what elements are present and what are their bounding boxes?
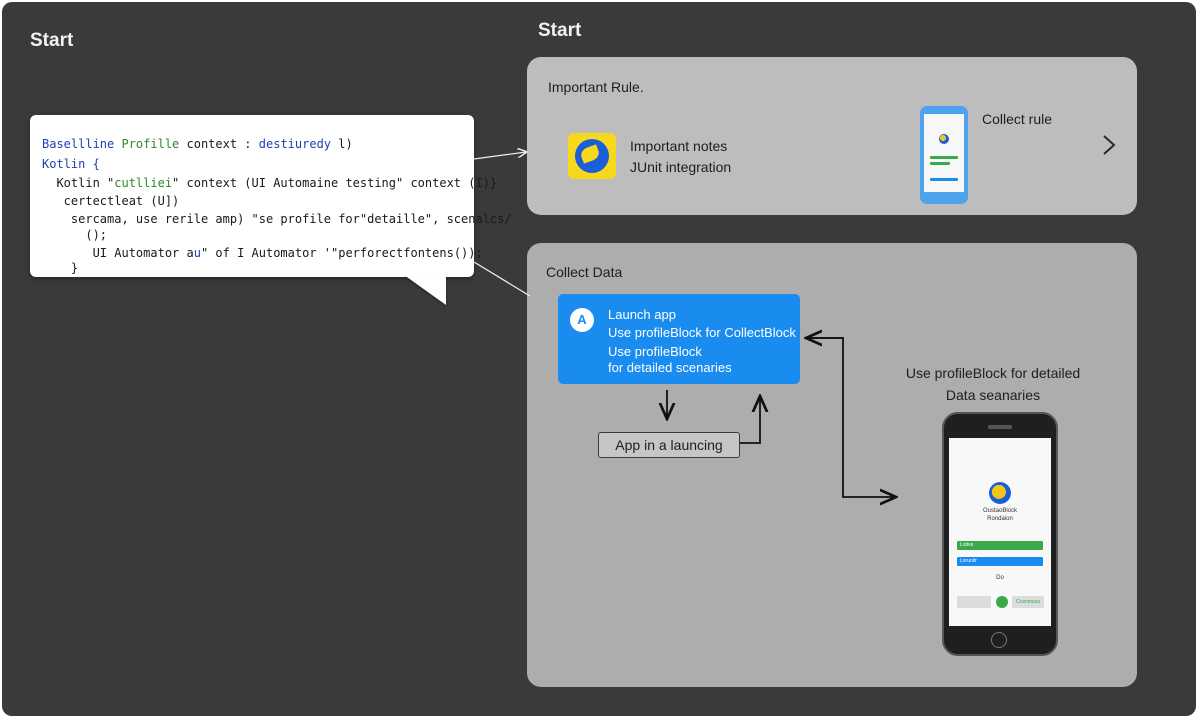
app-launching-box: App in a launcing [598, 432, 740, 458]
code-line-4: certectleat (U]) [42, 194, 180, 208]
phone-grey-field [957, 596, 991, 608]
phone-screen: OustaoBlock Rondaion Lotiva Lorunitr Do … [949, 438, 1051, 626]
phone-caption-1: OustaoBlock [982, 508, 1018, 514]
phone-home-button [991, 632, 1007, 648]
phone-pill: Cosomcea [1012, 596, 1044, 608]
card-line-2: Use profileBlock for CollectBlock [608, 325, 796, 340]
card-line-3: Use profileBlock [608, 344, 702, 359]
code-line-8: } [42, 261, 79, 275]
phone-text-mid: Do [996, 575, 1004, 581]
phone-bar-green: Lotiva [957, 541, 1043, 550]
code-line-2: Kotlin { [42, 157, 100, 171]
start-title-left: Start [30, 30, 74, 51]
junit-integration-text: JUnit integration [630, 159, 732, 175]
code-line-7: UI Automator au" of I Automator '"perfor… [42, 246, 483, 260]
collect-rule-label: Collect rule [982, 111, 1053, 127]
chevron-right-icon[interactable] [1100, 133, 1120, 157]
card-line-1: Launch app [608, 307, 676, 322]
code-line-1: Basellline Profille context : destiuredy… [42, 137, 353, 151]
code-line-3: Kotlin "cutlliei" context (UI Automaine … [42, 176, 498, 190]
code-bubble: Basellline Profille context : destiuredy… [30, 115, 512, 277]
phone-caption-2: Rondaion [987, 516, 1013, 522]
code-line-6: (); [42, 228, 108, 242]
important-rule-panel [527, 57, 1137, 215]
right-caption-line-2: Data seanaries [945, 387, 1041, 403]
phone-logo-icon [989, 482, 1011, 504]
code-bubble-tail [404, 275, 446, 305]
launch-app-card[interactable]: A Launch app Use profileBlock for Collec… [558, 294, 800, 384]
start-title-center: Start [538, 20, 582, 41]
code-line-5: sercama, use rerile amp) "se profile for… [42, 212, 512, 226]
important-rule-label: Important Rule. [548, 79, 644, 95]
phone-small-icon [920, 106, 968, 204]
a-badge-icon: A [570, 308, 594, 332]
phone-mockup: OustaoBlock Rondaion Lotiva Lorunitr Do … [942, 412, 1058, 656]
phone-bar-blue: Lorunitr [957, 557, 1043, 566]
app-logo-icon [568, 133, 616, 179]
right-caption-line-1: Use profileBlock for detailed [905, 365, 1081, 381]
card-line-4: for detailed scenaries [608, 360, 732, 375]
collect-data-label: Collect Data [546, 264, 623, 280]
important-notes-title: Important notes [630, 138, 728, 154]
phone-check-icon [996, 596, 1008, 608]
